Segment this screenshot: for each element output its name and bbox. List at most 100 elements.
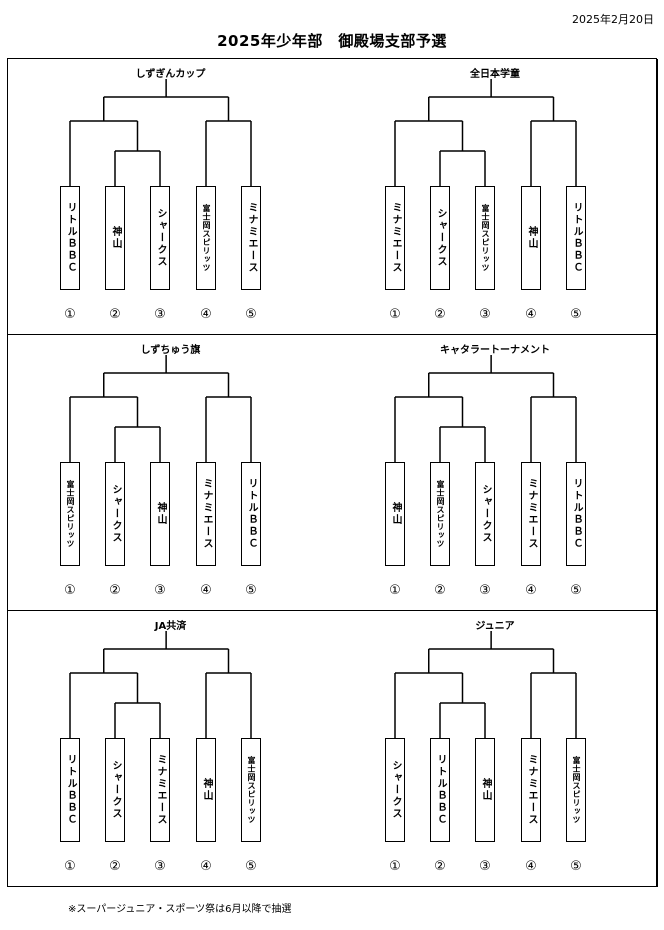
slot-number: ⑤ [570, 307, 582, 322]
team-box: シャークス [430, 186, 450, 290]
bracket-title: 全日本学童 [470, 69, 520, 80]
slot-number: ③ [479, 859, 491, 874]
team-name: 富士岡スピリッツ [572, 756, 581, 824]
team-box: シャークス [150, 186, 170, 290]
slot-number: ③ [154, 307, 166, 322]
team-name: シャークス [155, 208, 166, 268]
team-box: リトルＢＢＣ [566, 462, 586, 566]
team-name: 神山 [201, 778, 212, 802]
bracket-lines [69, 631, 252, 738]
slot-number: ③ [154, 583, 166, 598]
team-box: シャークス [105, 462, 125, 566]
team-name: 神山 [155, 502, 166, 526]
slot-number: ① [389, 307, 401, 322]
slot-number: ⑤ [245, 307, 257, 322]
team-box: ミナミエース [150, 738, 170, 842]
team-name: 富士岡スピリッツ [436, 480, 445, 548]
team-name: 神山 [526, 226, 537, 250]
bracket-panel: しずちゅう旗富士岡スピリッツ ① シャークス ② 神山 ③ ミナミエース ④ リトルＢＢＣ ⑤ [8, 335, 333, 611]
team-box: リトルＢＢＣ [60, 738, 80, 842]
team-name: 富士岡スピリッツ [66, 480, 75, 548]
date-label: 2025年2月20日 [572, 13, 654, 26]
team-name: 富士岡スピリッツ [481, 204, 490, 272]
team-box: 神山 [385, 462, 405, 566]
bracket-title: しずちゅう旗 [140, 345, 201, 356]
team-box: 神山 [150, 462, 170, 566]
team-box: ミナミエース [196, 462, 216, 566]
team-name: ミナミエース [246, 202, 257, 274]
team-box: 富士岡スピリッツ [196, 186, 216, 290]
team-box: ミナミエース [241, 186, 261, 290]
slot-number: ② [434, 859, 446, 874]
team-name: 神山 [110, 226, 121, 250]
bracket-lines [394, 631, 577, 738]
slot-number: ③ [479, 583, 491, 598]
team-box: ミナミエース [521, 462, 541, 566]
team-name: リトルＢＢＣ [435, 754, 446, 826]
team-box: 神山 [475, 738, 495, 842]
slot-number: ④ [200, 307, 212, 322]
team-box: ミナミエース [385, 186, 405, 290]
bracket-title: キャタラートーナメント [440, 345, 550, 356]
team-box: 富士岡スピリッツ [60, 462, 80, 566]
bracket-lines [69, 79, 252, 186]
team-box: 神山 [521, 186, 541, 290]
team-name: シャークス [480, 484, 491, 544]
slot-number: ⑤ [245, 583, 257, 598]
bracket-title: JA共済 [154, 621, 187, 632]
team-name: リトルＢＢＣ [571, 478, 582, 550]
bracket-panel: しずぎんカップリトルＢＢＣ ① 神山 ② シャークス ③ 富士岡スピリッツ ④ ミナミエース ⑤ [8, 59, 333, 335]
team-name: ミナミエース [390, 202, 401, 274]
team-name: 富士岡スピリッツ [202, 204, 211, 272]
slot-number: ⑤ [570, 583, 582, 598]
page-title: 2025年少年部 御殿場支部予選 [217, 32, 447, 50]
team-box: 神山 [196, 738, 216, 842]
slot-number: ① [64, 307, 76, 322]
team-name: ミナミエース [526, 754, 537, 826]
team-box: 富士岡スピリッツ [475, 186, 495, 290]
team-box: リトルＢＢＣ [241, 462, 261, 566]
team-name: リトルＢＢＣ [65, 754, 76, 826]
team-box: リトルＢＢＣ [566, 186, 586, 290]
bracket-lines [69, 355, 252, 462]
team-box: リトルＢＢＣ [430, 738, 450, 842]
bracket-lines [394, 79, 577, 186]
team-box: シャークス [475, 462, 495, 566]
slot-number: ② [109, 583, 121, 598]
slot-number: ① [389, 583, 401, 598]
team-box: 神山 [105, 186, 125, 290]
team-name: ミナミエース [526, 478, 537, 550]
slot-number: ④ [200, 859, 212, 874]
team-box: 富士岡スピリッツ [430, 462, 450, 566]
slot-number: ① [389, 859, 401, 874]
team-name: シャークス [110, 484, 121, 544]
slot-number: ② [434, 583, 446, 598]
slot-number: ④ [525, 307, 537, 322]
slot-number: ① [64, 859, 76, 874]
slot-number: ② [434, 307, 446, 322]
bracket-lines [394, 355, 577, 462]
team-box: 富士岡スピリッツ [241, 738, 261, 842]
slot-number: ① [64, 583, 76, 598]
slot-number: ③ [154, 859, 166, 874]
slot-number: ⑤ [245, 859, 257, 874]
slot-number: ④ [200, 583, 212, 598]
team-name: シャークス [390, 760, 401, 820]
team-name: リトルＢＢＣ [65, 202, 76, 274]
bracket-title: ジュニア [475, 621, 515, 632]
team-name: シャークス [110, 760, 121, 820]
team-name: リトルＢＢＣ [246, 478, 257, 550]
team-name: 神山 [480, 778, 491, 802]
team-name: リトルＢＢＣ [571, 202, 582, 274]
slot-number: ③ [479, 307, 491, 322]
bracket-title: しずぎんカップ [135, 69, 206, 80]
team-name: シャークス [435, 208, 446, 268]
team-box: リトルＢＢＣ [60, 186, 80, 290]
bracket-panel: 全日本学童ミナミエース ① シャークス ② 富士岡スピリッツ ③ 神山 ④ リトルＢＢＣ ⑤ [333, 59, 658, 335]
slot-number: ② [109, 307, 121, 322]
team-name: ミナミエース [201, 478, 212, 550]
